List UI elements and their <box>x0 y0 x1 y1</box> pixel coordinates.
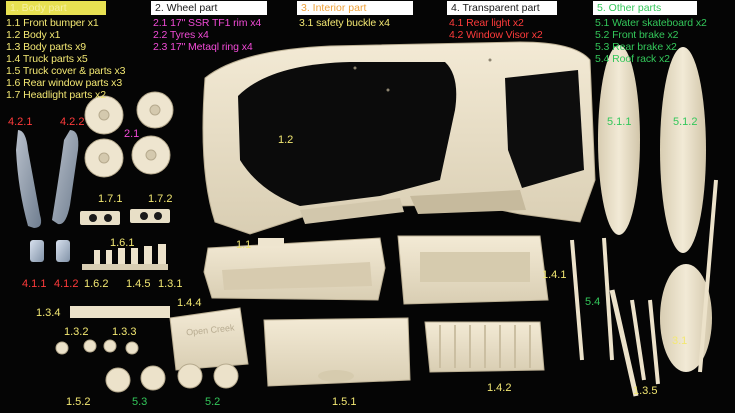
brake-parts <box>55 339 239 393</box>
part-label: 2.1 <box>124 128 140 140</box>
part-label: 1.3.1 <box>158 278 183 290</box>
part-label: 1.6.1 <box>110 237 135 249</box>
truck-cover-part <box>263 317 411 387</box>
list-item: 1.7 Headlight parts x2 <box>6 89 106 101</box>
part-label: 4.2.2 <box>60 116 85 128</box>
list-item: 3.1 safety buckle x4 <box>299 17 390 29</box>
long-rail-part <box>609 289 639 397</box>
list-item: 1.5 Truck cover & parts x3 <box>6 65 126 77</box>
truck-bed-part <box>424 321 545 373</box>
header-wheel-part: 2. Wheel part <box>151 1 267 15</box>
part-label: 1.4.1 <box>542 269 567 281</box>
roof-rack-part <box>570 179 718 385</box>
part-label: 1.5.1 <box>332 396 357 408</box>
part-label: 5.4 <box>585 296 601 308</box>
part-label: 1.1 <box>236 239 252 251</box>
list-item: 5.1 Water skateboard x2 <box>595 17 707 29</box>
part-label: 1.3.5 <box>633 385 658 397</box>
interior-parts-list: 3.1 safety buckle x4 <box>299 17 390 29</box>
list-item: 2.1 17" SSR TF1 rim x4 <box>153 17 262 29</box>
other-parts-list: 5.1 Water skateboard x2 5.2 Front brake … <box>595 17 707 65</box>
car-body-part <box>202 41 596 235</box>
part-label: 1.4.4 <box>177 297 202 309</box>
part-label: 3.1 <box>672 335 688 347</box>
small-body-parts <box>82 244 168 270</box>
list-item: 5.2 Front brake x2 <box>595 29 679 41</box>
list-item: 2.3 17" Metaql ring x4 <box>153 41 253 53</box>
part-label: 5.1.1 <box>607 116 632 128</box>
list-item: 2.2 Tyres x4 <box>153 29 209 41</box>
list-item: 5.4 Roof rack x2 <box>595 53 670 65</box>
water-skateboard-part <box>598 45 712 372</box>
wheel-parts-list: 2.1 17" SSR TF1 rim x4 2.2 Tyres x4 2.3 … <box>153 17 261 53</box>
window-visor-part <box>16 130 79 228</box>
truck-part-tray <box>397 235 549 305</box>
part-label: 5.2 <box>205 396 221 408</box>
list-item: 1.6 Rear window parts x3 <box>6 77 123 89</box>
part-label: 1.5.2 <box>66 396 91 408</box>
body-strip-part <box>70 306 170 318</box>
part-label: 4.1.2 <box>54 278 79 290</box>
rear-light-part <box>30 240 70 262</box>
front-bumper-part <box>203 237 386 301</box>
part-label: 1.2 <box>278 134 294 146</box>
transparent-parts-list: 4.1 Rear light x2 4.2 Window Visor x2 <box>449 17 543 41</box>
body-parts-list: 1.1 Front bumper x1 1.2 Body x1 1.3 Body… <box>6 17 125 101</box>
part-label: 1.3.2 <box>64 326 89 338</box>
list-item: 1.4 Truck parts x5 <box>6 53 88 65</box>
part-label: 1.3.3 <box>112 326 137 338</box>
header-transparent-part: 4. Transparent part <box>447 1 557 15</box>
part-label: 4.2.1 <box>8 116 33 128</box>
part-label: 1.4.2 <box>487 382 512 394</box>
part-label: 5.3 <box>132 396 148 408</box>
part-label: 5.1.2 <box>673 116 698 128</box>
part-label: 1.7.1 <box>98 193 123 205</box>
header-other-parts: 5. Other parts <box>593 1 697 15</box>
part-label: 1.7.2 <box>148 193 173 205</box>
list-item: 1.2 Body x1 <box>6 29 61 41</box>
list-item: 4.1 Rear light x2 <box>449 17 524 29</box>
list-item: 1.3 Body parts x9 <box>6 41 87 53</box>
part-label: 1.4.5 <box>126 278 151 290</box>
list-item: 1.1 Front bumper x1 <box>6 17 99 29</box>
rim-parts <box>84 91 174 178</box>
header-body-part: 1. Body part <box>6 1 106 15</box>
headlight-parts <box>80 209 170 225</box>
list-item: 4.2 Window Visor x2 <box>449 29 543 41</box>
part-label: 1.3.4 <box>36 307 61 319</box>
list-item: 5.3 Rear brake x2 <box>595 41 677 53</box>
part-label: 1.6.2 <box>84 278 109 290</box>
hood-part <box>169 307 249 371</box>
header-interior-part: 3. Interior part <box>297 1 413 15</box>
part-label: 4.1.1 <box>22 278 47 290</box>
